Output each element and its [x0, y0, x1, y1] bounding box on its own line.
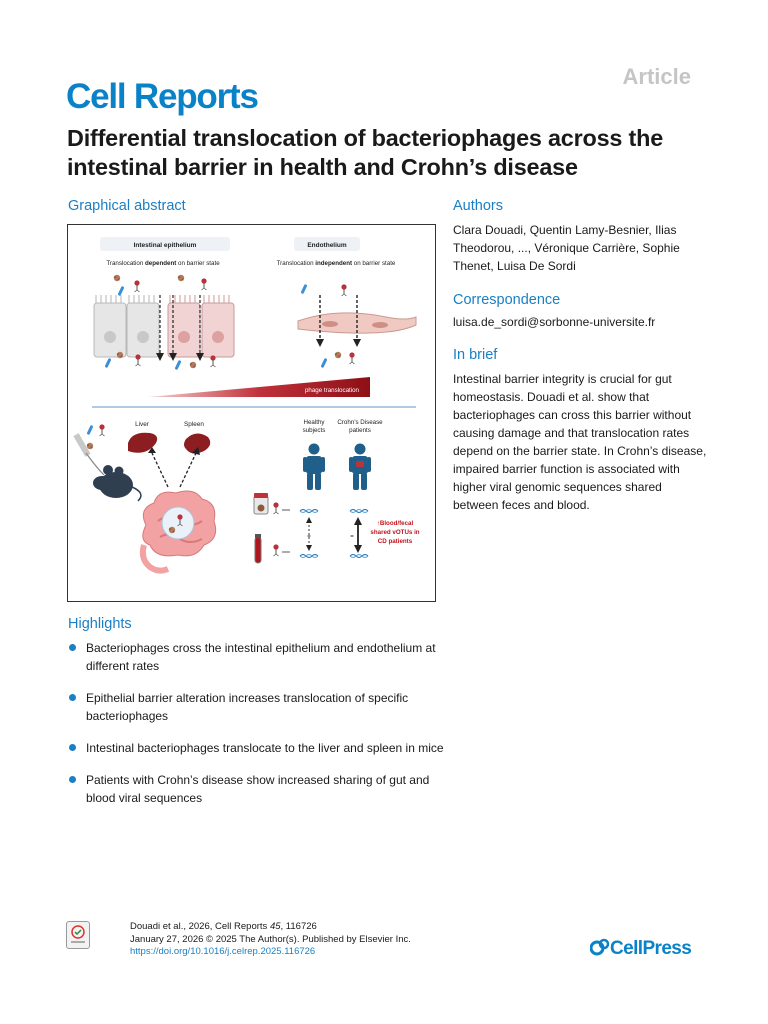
highlight-text: Bacteriophages cross the intestinal epit… [86, 641, 436, 673]
graphical-abstract-heading: Graphical abstract [68, 198, 186, 214]
graphical-abstract-figure: Intestinal epithelium Endothelium Transl… [67, 224, 436, 602]
authors-list: Clara Douadi, Quentin Lamy-Besnier, Ilia… [453, 223, 680, 273]
publisher-name: CellPress [610, 938, 692, 959]
highlight-text: Intestinal bacteriophages translocate to… [86, 741, 444, 755]
cellpress-logo: CellPress [589, 938, 692, 960]
arrowheads [354, 517, 362, 553]
bullet-icon [69, 776, 76, 783]
highlight-item: Epithelial barrier alteration increases … [68, 689, 448, 725]
dna-icon [349, 554, 369, 558]
check-for-updates-svg [71, 925, 85, 943]
phage-icon [133, 279, 141, 293]
article-type-label: Article [622, 64, 691, 89]
healthy-person-icon [303, 443, 325, 490]
bacteria-icon [177, 274, 185, 282]
bullet-icon [69, 694, 76, 701]
bacteria-icon [174, 359, 182, 371]
article-title: Differential translocation of bacterioph… [67, 125, 664, 180]
endothelium-caption: Translocation independent on barrier sta… [277, 260, 396, 267]
highlight-text: Patients with Crohn’s disease show incre… [86, 773, 430, 805]
highlights-heading: Highlights [68, 616, 132, 632]
result-line-2: shared vOTUs in [370, 529, 419, 536]
check-for-updates-icon[interactable] [66, 921, 90, 949]
authors-heading: Authors [453, 198, 503, 214]
highlights-list: Bacteriophages cross the intestinal epit… [68, 639, 448, 821]
endothelium-label: Endothelium [307, 242, 347, 249]
magnifier-circle [161, 506, 195, 540]
phage-icon [272, 501, 280, 515]
endothelium-arrows [319, 295, 358, 341]
bacteria-icon [117, 285, 125, 297]
epithelium-caption: Translocation dependent on barrier state [106, 260, 220, 267]
liver-label: Liver [135, 421, 150, 428]
spleen-icon [184, 433, 211, 454]
bacteria-icon [334, 351, 342, 359]
fecal-sample-icon [253, 493, 269, 515]
phage-icon [348, 351, 356, 365]
result-line-1: ↑Blood/fecal [377, 520, 414, 527]
blood-tube-icon [254, 534, 262, 564]
arrow [282, 509, 290, 553]
organ-arrows [151, 452, 197, 488]
dna-icon [349, 509, 369, 513]
bacteria-icon [113, 274, 121, 282]
dna-icon [299, 509, 319, 513]
dna-icon [299, 554, 319, 558]
bullet-icon [69, 644, 76, 651]
phage-icon [134, 353, 142, 367]
healthy-label-1: Healthy [304, 419, 326, 426]
equals-sign-cd: = [350, 534, 354, 540]
highlight-item: Intestinal bacteriophages translocate to… [68, 739, 448, 757]
gradient-label: phage translocation [305, 387, 360, 394]
highlight-text: Epithelial barrier alteration increases … [86, 691, 409, 723]
in-brief-heading: In brief [453, 347, 498, 363]
phage-icon [209, 354, 217, 368]
result-line-3: CD patients [378, 538, 413, 545]
bullet-icon [69, 744, 76, 751]
bacteria-icon [168, 526, 176, 534]
in-brief-text: Intestinal barrier integrity is crucial … [453, 372, 707, 512]
doi-link[interactable]: https://doi.org/10.1016/j.celrep.2025.11… [130, 946, 316, 957]
epithelium-label-box [100, 237, 230, 251]
arrowhead [192, 447, 200, 455]
phage-icon [98, 423, 106, 437]
bacteria-icon [320, 357, 328, 369]
bacteria-icon [300, 283, 308, 295]
cd-label-2: patients [349, 427, 371, 434]
mouse-icon [93, 465, 142, 502]
citation-footer: Douadi et al., 2026, Cell Reports 45, 11… [130, 921, 411, 959]
phage-icon [340, 283, 348, 297]
phage-icon [200, 277, 208, 291]
graphical-abstract-svg: Intestinal epithelium Endothelium Transl… [73, 237, 420, 574]
spleen-label: Spleen [184, 421, 204, 428]
inflamed-gut-icon [356, 461, 364, 467]
date-line: January 27, 2026 © 2025 The Author(s). P… [130, 933, 411, 945]
equals-sign-healthy: = [307, 534, 311, 540]
translocation-gradient [148, 377, 370, 397]
highlight-item: Patients with Crohn’s disease show incre… [68, 771, 448, 807]
healthy-label-2: subjects [303, 427, 326, 434]
bacteria-icon [116, 351, 124, 359]
endothelium-label-box [294, 237, 360, 251]
bacteria-icon [189, 361, 197, 369]
epithelium-cells [93, 295, 235, 358]
highlight-item: Bacteriophages cross the intestinal epit… [68, 639, 448, 675]
cellpress-mark-icon [589, 938, 610, 956]
bacteria-icon [104, 357, 112, 369]
correspondence-heading: Correspondence [453, 292, 561, 308]
epithelium-arrows [159, 295, 201, 355]
endothelium-arrowheads [316, 339, 361, 347]
phage-icon [272, 543, 280, 557]
gavage-icon [73, 433, 105, 476]
citation-line: Douadi et al., 2026, Cell Reports 45, 11… [130, 921, 317, 932]
bacteria-icon [86, 442, 94, 450]
cd-label-1: Crohn’s Disease [337, 419, 383, 426]
epithelium-arrowheads [156, 353, 204, 361]
arrowhead [148, 447, 156, 453]
bacteria-icon [86, 424, 94, 436]
liver-icon [128, 432, 158, 453]
correspondence-email[interactable]: luisa.de_sordi@sorbonne-universite.fr [453, 315, 656, 329]
epithelium-label: Intestinal epithelium [134, 242, 197, 249]
journal-logo: Cell Reports [66, 77, 259, 116]
